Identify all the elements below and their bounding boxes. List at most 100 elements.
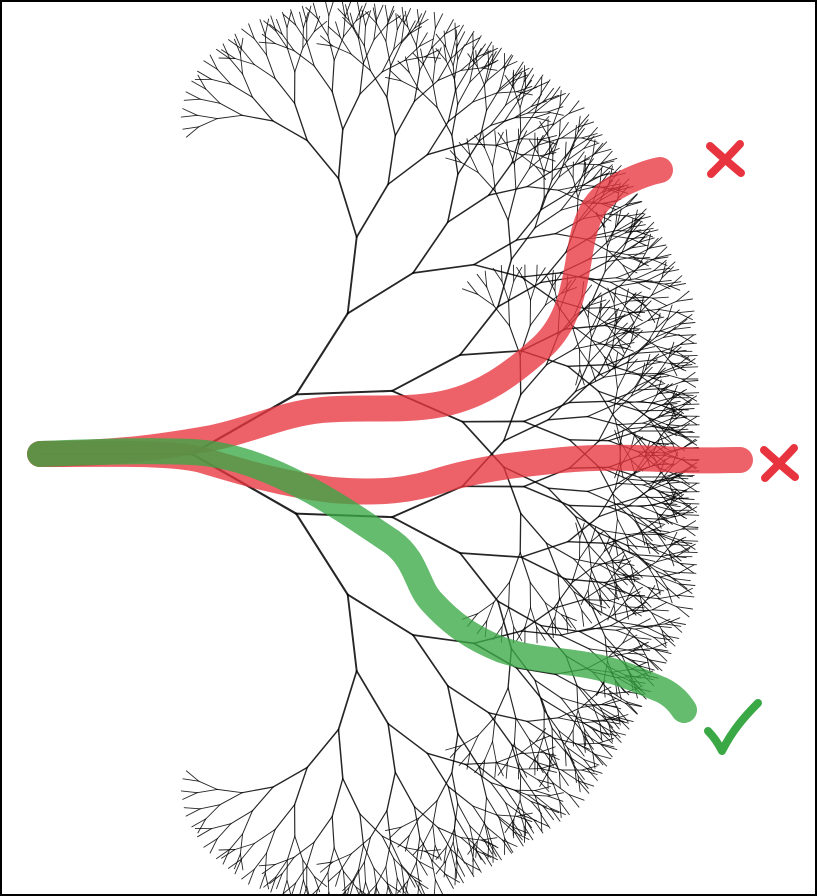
tree-branch (622, 321, 635, 335)
tree-branch (603, 574, 636, 584)
tree-branch (431, 33, 447, 49)
tree-branch (523, 420, 571, 441)
tree-branch (604, 699, 622, 706)
tree-branch (655, 319, 668, 338)
tree-branch (577, 780, 595, 787)
tree-branch (662, 388, 684, 394)
tree-branch (653, 636, 667, 649)
tree-branch (632, 293, 648, 309)
tree-branch (492, 845, 502, 861)
tree-branch (607, 400, 640, 412)
tree-branch (606, 364, 638, 375)
tree-branch (328, 891, 330, 894)
tree-branch (543, 734, 551, 756)
tree-branch (584, 728, 587, 746)
tree-branch (613, 286, 617, 304)
tree-branch (595, 148, 612, 154)
tree-branch (515, 233, 556, 241)
tree-branch (547, 487, 589, 493)
tree-branch (436, 106, 453, 136)
tree-branch (203, 838, 218, 848)
tree-branch (462, 288, 479, 295)
tree-branch (437, 58, 452, 81)
tree-branch (464, 762, 498, 765)
tree-branch (577, 114, 590, 128)
tree-branch (387, 134, 397, 186)
tree-branch (600, 744, 618, 751)
tree-branch (534, 795, 552, 809)
tree-branch (574, 124, 577, 142)
tree-branch (432, 62, 436, 84)
tree-branch (664, 623, 682, 627)
tree-branch (530, 607, 538, 628)
tree-branch (241, 868, 255, 880)
tree-branch (414, 13, 423, 29)
tree-branch (359, 62, 365, 95)
tree-branch (530, 280, 538, 301)
tree-branch (482, 131, 486, 149)
tree-branch (620, 547, 632, 567)
tree-branch (227, 39, 242, 50)
tree-branch (445, 841, 454, 862)
tree-branch (590, 627, 617, 631)
tree-branch (627, 606, 642, 617)
tree-branch (295, 389, 394, 396)
tree-branch (600, 744, 613, 758)
tree-branch (234, 58, 255, 65)
tree-branch (528, 754, 539, 769)
tree-branch (534, 197, 545, 229)
tree-branch (530, 801, 543, 815)
tree-branch (520, 512, 548, 544)
tree-branch (645, 495, 658, 514)
tree-branch (642, 415, 663, 424)
tree-branch (519, 512, 522, 554)
tree-branch (592, 142, 604, 157)
tree-branch (544, 141, 554, 156)
tree-branch (335, 21, 341, 38)
tree-branch (475, 50, 478, 68)
tree-branch (581, 765, 598, 771)
tree-branch (584, 733, 594, 753)
tree-branch (668, 341, 675, 358)
tree-branch (661, 344, 681, 352)
tree-branch (514, 831, 524, 847)
tree-branch (358, 17, 361, 39)
tree-branch (355, 670, 389, 725)
tree-branch (603, 530, 629, 536)
tree-branch (431, 859, 447, 875)
tree-branch (675, 356, 690, 367)
tree-branch (274, 78, 296, 104)
tree-branch (681, 520, 697, 530)
tree-branch (550, 86, 561, 101)
tree-branch (558, 730, 576, 744)
tree-branch (659, 514, 677, 517)
tree-branch (544, 285, 553, 306)
tree-branch (590, 319, 609, 332)
tree-branch (586, 416, 619, 426)
tree-branch (464, 124, 492, 145)
tree-branch (575, 171, 585, 191)
tree-branch (443, 44, 447, 62)
tree-branch (274, 804, 296, 830)
tree-branch (507, 145, 515, 166)
tree-branch (537, 779, 550, 792)
tree-branch (387, 886, 392, 894)
tree-branch (452, 816, 456, 843)
tree-branch (327, 847, 335, 873)
tree-branch (395, 877, 398, 894)
tree-branch (400, 27, 416, 44)
tree-branch (327, 870, 341, 882)
tree-branch (373, 867, 388, 884)
tree-branch (619, 267, 639, 287)
tree-branch (426, 752, 449, 788)
tree-branch (507, 687, 517, 719)
tree-branch (528, 739, 546, 754)
tree-branch (520, 556, 567, 580)
tree-branch (619, 281, 646, 287)
tree-branch (459, 552, 499, 603)
tree-branch (367, 884, 378, 894)
tree-branch (293, 102, 308, 142)
tree-branch (646, 361, 663, 366)
tree-branch (637, 249, 648, 269)
